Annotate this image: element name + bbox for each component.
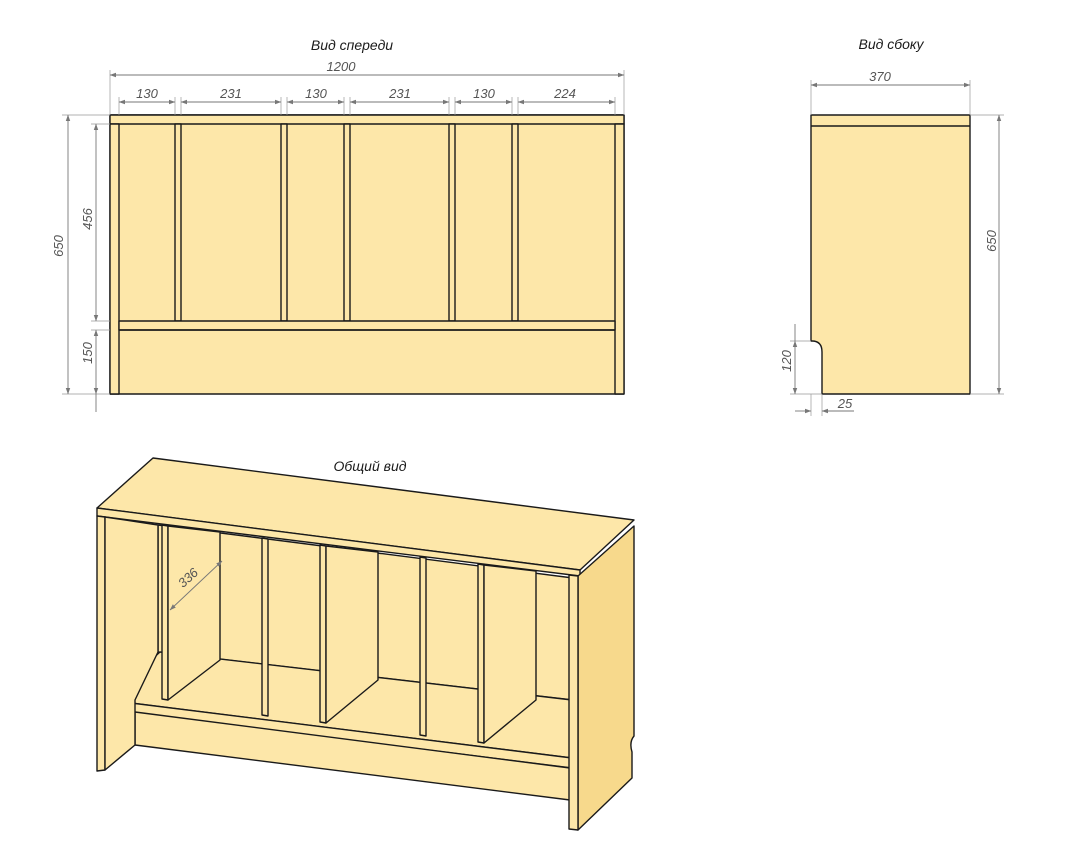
- iso-partition-3-face: [325, 545, 379, 724]
- dim-side-height: 650: [984, 229, 999, 251]
- dim-cell-4: 231: [388, 86, 411, 101]
- iso-partition-5: [477, 563, 485, 744]
- front-view-title: Вид спереди: [311, 37, 393, 53]
- iso-partition-1: [161, 524, 169, 701]
- dim-cell-3: 130: [305, 86, 327, 101]
- dim-upper-height: 456: [80, 207, 95, 229]
- iso-right-side-edge: [568, 574, 579, 831]
- side-view-title: Вид сбоку: [858, 36, 924, 52]
- iso-view: Общий вид 336: [96, 457, 635, 831]
- iso-partition-4: [419, 556, 427, 737]
- dim-cell-6: 224: [553, 86, 576, 101]
- iso-partition-2: [261, 537, 269, 717]
- front-left-side: [109, 123, 120, 395]
- iso-partition-3: [319, 544, 327, 724]
- dim-base-height: 150: [80, 341, 95, 363]
- dim-cell-1: 130: [136, 86, 158, 101]
- front-view: Вид спереди 1200: [51, 37, 625, 412]
- front-partition-2: [280, 123, 288, 322]
- dim-total-width: 1200: [327, 59, 357, 74]
- dim-cutout-depth: 25: [837, 396, 853, 411]
- front-top-board: [109, 114, 625, 125]
- dim-total-height: 650: [51, 234, 66, 256]
- side-panel: [810, 114, 971, 395]
- front-shelf: [118, 320, 616, 331]
- dim-cutout-height: 120: [779, 349, 794, 371]
- iso-right-side-outer: [577, 525, 635, 831]
- dim-cell-5: 130: [473, 86, 495, 101]
- iso-left-side-inner: [104, 516, 159, 771]
- front-partition-3: [343, 123, 351, 322]
- front-partition-4: [448, 123, 456, 322]
- front-partition-1: [174, 123, 182, 322]
- dim-side-depth: 370: [869, 69, 891, 84]
- dim-line-iso-depth: [169, 560, 223, 611]
- iso-view-title: Общий вид: [334, 458, 407, 474]
- iso-left-side-edge: [96, 515, 106, 772]
- iso-partition-5-face: [483, 564, 537, 744]
- side-view: Вид сбоку 370 650 120 25: [779, 36, 1004, 416]
- front-body: [109, 114, 625, 395]
- front-right-side: [614, 123, 625, 395]
- dim-cell-2: 231: [219, 86, 242, 101]
- front-partition-5: [511, 123, 519, 322]
